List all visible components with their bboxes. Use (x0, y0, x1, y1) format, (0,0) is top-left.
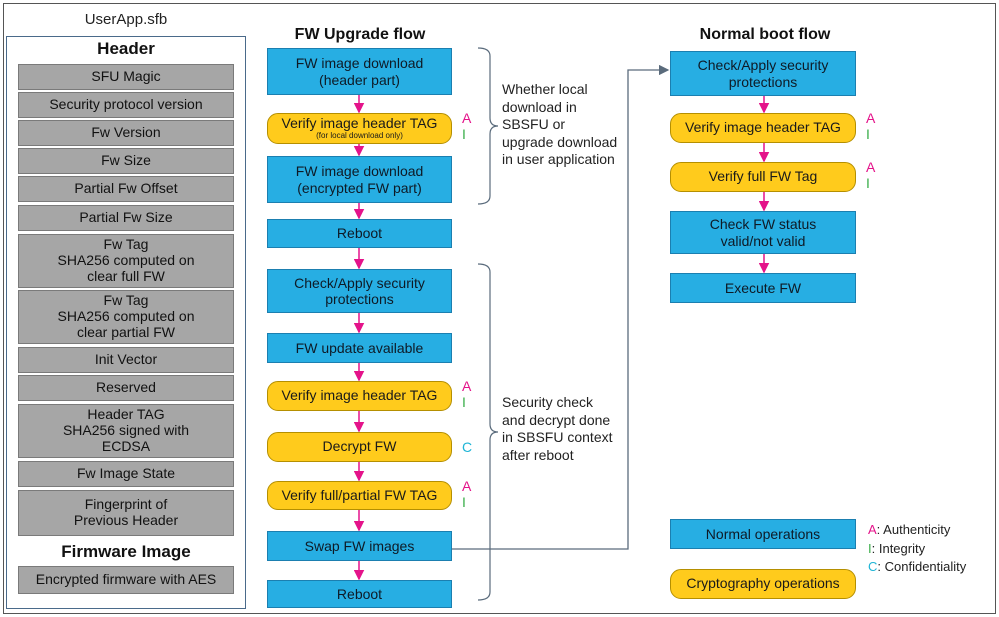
upgrade-step-label: Check/Apply security protections (294, 274, 425, 307)
upgrade-mark-c: C (462, 439, 473, 455)
header-field: Partial Fw Offset (18, 176, 234, 202)
boot-step-label: Check FW status valid/not valid (709, 216, 817, 249)
upgrade-step-label: FW update available (295, 339, 424, 356)
boot-step-normal: Execute FW (670, 273, 856, 303)
upgrade-mark-a: A (462, 378, 472, 394)
upgrade-step-label: FW image download (header part) (295, 55, 424, 88)
upgrade-step-normal: Reboot (267, 219, 452, 248)
boot-step-normal: Check FW status valid/not valid (670, 211, 856, 254)
header-field: SFU Magic (18, 64, 234, 90)
header-field-label: Init Vector (94, 351, 158, 368)
boot-step-crypto: Verify full FW Tag (670, 162, 856, 192)
firmware-section-title: Firmware Image (61, 542, 191, 561)
upgrade-step-normal: FW update available (267, 333, 452, 363)
header-field-label: SFU Magic (91, 68, 161, 85)
legend-mark-row: I: Integrity (868, 541, 993, 559)
note-security: Security check and decrypt done in SBSFU… (502, 394, 613, 463)
boot-mark-i: I (866, 175, 870, 191)
legend-mark-a: A (868, 522, 877, 537)
header-field: Fw Image State (18, 461, 234, 487)
upgrade-step-label: Verify image header TAG (281, 115, 438, 132)
upgrade-mark-a: A (462, 478, 472, 494)
header-field-label: Fw Size (101, 152, 151, 169)
upgrade-mark-i: I (462, 394, 466, 410)
header-field-label: Reserved (96, 379, 156, 396)
upgrade-step-sublabel: (for local download only) (316, 130, 403, 140)
legend-mark-text: : Confidentiality (877, 559, 967, 574)
upgrade-step-normal: FW image download (header part) (267, 48, 452, 95)
brace-download (477, 47, 499, 205)
boot-mark-i: I (866, 126, 870, 142)
upgrade-flow-title: FW Upgrade flow (294, 26, 426, 43)
header-field: Init Vector (18, 347, 234, 373)
header-field: Security protocol version (18, 92, 234, 118)
boot-flow-title: Normal boot flow (699, 26, 831, 43)
note-download: Whether local download in SBSFU or upgra… (502, 81, 618, 167)
upgrade-step-crypto: Verify image header TAG(for local downlo… (267, 113, 452, 144)
boot-step-label: Check/Apply security protections (697, 57, 829, 90)
upgrade-step-label: Reboot (336, 585, 383, 602)
header-field-label: Fw Image State (76, 465, 176, 482)
boot-mark-a: A (866, 110, 876, 126)
header-field: Partial Fw Size (18, 205, 234, 231)
header-field-label: Fw Tag SHA256 computed on clear partial … (57, 292, 195, 340)
header-field-label: Fw Version (91, 124, 161, 141)
boot-step-label: Execute FW (724, 279, 802, 296)
upgrade-step-crypto: Verify image header TAG (267, 381, 452, 411)
upgrade-step-label: Decrypt FW (322, 438, 397, 455)
header-field: Fingerprint of Previous Header (18, 490, 234, 536)
legend-mark-i: I (868, 541, 872, 556)
upgrade-step-label: Verify image header TAG (281, 387, 438, 404)
header-field-label: Fw Tag SHA256 computed on clear full FW (57, 236, 195, 284)
upgrade-step-crypto: Decrypt FW (267, 432, 452, 462)
legend-normal-box: Normal operations (670, 519, 856, 549)
upgrade-step-label: Verify full/partial FW TAG (281, 486, 438, 503)
header-field: Fw Tag SHA256 computed on clear full FW (18, 234, 234, 288)
upgrade-step-normal: Reboot (267, 580, 452, 608)
upgrade-step-crypto: Verify full/partial FW TAG (267, 481, 452, 510)
upgrade-step-label: FW image download (encrypted FW part) (295, 163, 424, 196)
legend-crypto-box: Cryptography operations (670, 569, 856, 599)
arrow-swap-to-boot (451, 64, 670, 550)
upgrade-mark-i: I (462, 494, 466, 510)
upgrade-step-normal: Check/Apply security protections (267, 269, 452, 313)
header-field-label: Partial Fw Size (79, 209, 173, 226)
firmware-field: Encrypted firmware with AES (18, 566, 234, 594)
header-field: Fw Tag SHA256 computed on clear partial … (18, 290, 234, 344)
file-name-label: UserApp.sfb (84, 10, 168, 28)
upgrade-step-label: Reboot (336, 225, 383, 242)
legend-mark-c: C (868, 559, 878, 574)
upgrade-mark-a: A (462, 110, 472, 126)
header-field-label: Header TAG SHA256 signed with ECDSA (62, 406, 190, 454)
header-field-label: Security protocol version (49, 96, 203, 113)
upgrade-step-label: Swap FW images (304, 537, 415, 554)
header-section-title: Header (97, 39, 155, 58)
brace-security (477, 263, 499, 601)
legend-mark-row: A: Authenticity (868, 522, 993, 540)
boot-step-label: Verify full FW Tag (708, 168, 818, 185)
legend-mark-text: : Integrity (871, 541, 926, 556)
boot-mark-a: A (866, 159, 876, 175)
header-field-label: Fingerprint of Previous Header (73, 496, 179, 528)
header-field: Fw Size (18, 148, 234, 174)
header-field: Reserved (18, 375, 234, 401)
upgrade-step-normal: FW image download (encrypted FW part) (267, 156, 452, 203)
header-field: Header TAG SHA256 signed with ECDSA (18, 404, 234, 458)
diagram-frame (3, 3, 996, 614)
boot-step-normal: Check/Apply security protections (670, 51, 856, 96)
header-field-label: Partial Fw Offset (74, 180, 178, 197)
header-field: Fw Version (18, 120, 234, 146)
upgrade-step-normal: Swap FW images (267, 531, 452, 561)
boot-step-crypto: Verify image header TAG (670, 113, 856, 143)
upgrade-mark-i: I (462, 126, 466, 142)
legend-mark-row: C: Confidentiality (868, 559, 993, 577)
legend-mark-text: : Authenticity (876, 522, 951, 537)
boot-step-label: Verify image header TAG (685, 119, 841, 136)
